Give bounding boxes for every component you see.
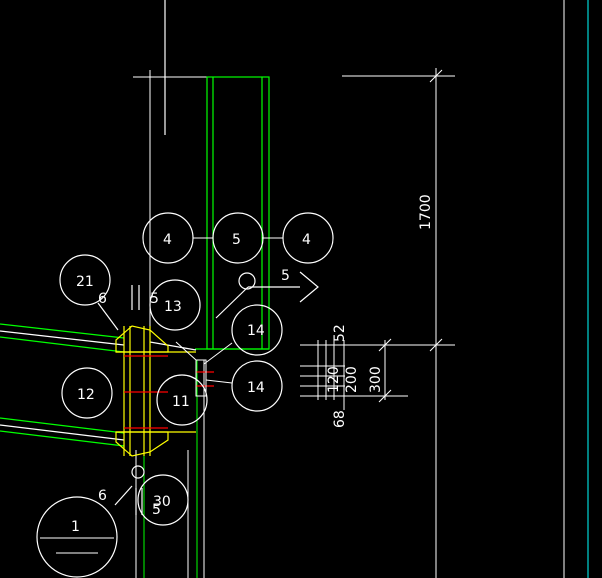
callout-5-label: 5 (232, 232, 241, 248)
callout-13-label: 13 (164, 299, 182, 315)
callout-30-label: 30 (153, 494, 171, 510)
weld-arrow-size: 5 (281, 268, 290, 284)
dimension-120-label: 120 (326, 366, 342, 393)
callout-4-left-label: 4 (163, 232, 172, 248)
callout-21[interactable] (59, 254, 111, 306)
weld-size-top-6: 6 (98, 291, 107, 307)
callout-12-label: 12 (77, 387, 95, 403)
callout-13[interactable] (149, 279, 201, 331)
dimension-200-label: 200 (344, 366, 360, 393)
weld-symbol-top (97, 285, 140, 331)
weld-size-bottom-5: 5 (152, 502, 161, 518)
beam-bottom-flange (0, 417, 125, 447)
weld-symbol-bottom (114, 465, 145, 515)
dimension-300-label: 300 (368, 366, 384, 393)
steel-column-left (133, 70, 208, 330)
steel-column-green (195, 76, 270, 350)
callout-11[interactable] (156, 374, 208, 426)
callout-14-bottom-label: 14 (247, 380, 265, 396)
dimension-small (300, 338, 408, 410)
callout-14-bottom[interactable] (231, 360, 283, 412)
bolt-lines (124, 355, 214, 429)
callout-14-top[interactable] (231, 304, 283, 356)
callout-12[interactable] (61, 367, 113, 419)
callout-leaders (40, 237, 283, 554)
end-plate (115, 325, 196, 457)
beam-top-flange (0, 323, 197, 353)
weld-size-bottom-6: 6 (98, 488, 107, 504)
callout-21-label: 21 (76, 274, 94, 290)
dimension-68-label: 68 (332, 410, 348, 428)
callout-1[interactable] (36, 496, 118, 578)
callout-30[interactable] (137, 474, 189, 526)
stiffener (175, 341, 207, 397)
callout-4-right-label: 4 (302, 232, 311, 248)
dimension-52-label: 52 (332, 324, 348, 342)
weld-arrow (215, 271, 319, 319)
dimension-1700-label: 1700 (418, 194, 434, 230)
callout-1-label: 1 (71, 519, 80, 535)
callout-11-label: 11 (172, 394, 190, 410)
weld-size-top-5: 5 (150, 291, 159, 307)
callout-14-top-label: 14 (247, 323, 265, 339)
